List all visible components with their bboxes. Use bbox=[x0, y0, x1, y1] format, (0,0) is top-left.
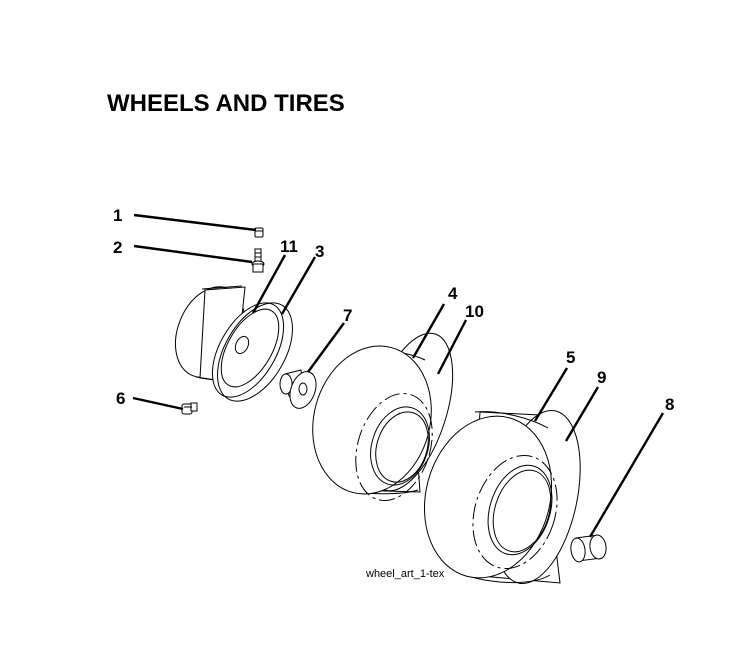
callout-labels: 1 2 11 3 7 4 10 6 5 9 8 bbox=[113, 206, 674, 414]
callout-6: 6 bbox=[116, 389, 125, 408]
callout-3: 3 bbox=[315, 242, 324, 261]
figure-caption: wheel_art_1-tex bbox=[366, 568, 445, 580]
wheel-rim bbox=[174, 285, 285, 398]
part-7-bushing bbox=[279, 369, 317, 409]
callout-9: 9 bbox=[597, 368, 606, 387]
tire-rear bbox=[423, 410, 581, 584]
part-1-valve-cap bbox=[254, 227, 264, 238]
callout-7: 7 bbox=[343, 306, 352, 325]
tire-front bbox=[312, 332, 454, 501]
callout-5: 5 bbox=[566, 348, 575, 367]
part-3-rim-ring bbox=[217, 302, 293, 402]
part-8-hub-cap bbox=[570, 534, 607, 563]
part-2-valve-stem bbox=[251, 248, 265, 273]
callout-8: 8 bbox=[665, 395, 674, 414]
callout-1: 1 bbox=[113, 206, 122, 225]
callout-4: 4 bbox=[448, 284, 458, 303]
callout-11: 11 bbox=[280, 237, 298, 256]
part-6-fitting bbox=[181, 402, 198, 415]
leader-lines bbox=[132, 213, 665, 538]
callout-2: 2 bbox=[113, 238, 122, 257]
callout-10: 10 bbox=[465, 302, 484, 321]
page-title: WHEELS AND TIRES bbox=[107, 90, 345, 117]
